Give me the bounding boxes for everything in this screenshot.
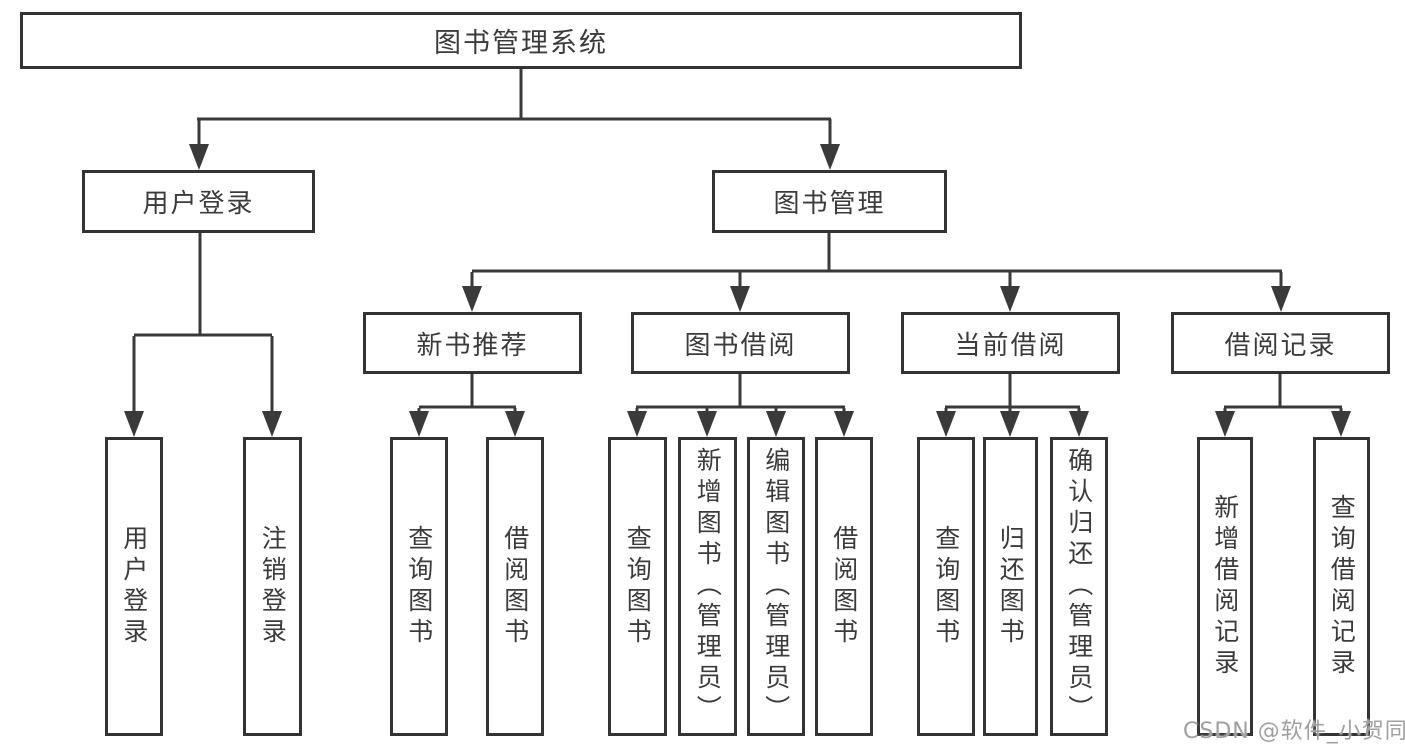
leaf-borrow-books-1-label: 借阅图书 [500,524,530,649]
leaf-return-books-label: 归还图书 [996,524,1026,649]
leaf-borrow-books-1: 借阅图书 [486,437,544,736]
node-book-management: 图书管理 [712,170,947,233]
node-borrow-records: 借阅记录 [1171,312,1390,374]
leaf-query-books-2-label: 查询图书 [623,524,653,649]
arrowheads [124,144,1351,437]
leaf-query-books-3-label: 查询图书 [931,524,961,649]
node-book-management-label: 图书管理 [773,189,886,219]
leaf-add-books-admin-label: 新增图书（管理员） [693,447,723,726]
leaf-confirm-return-admin-label: 确认归还（管理员） [1064,447,1094,726]
node-user-login-group-label: 用户登录 [142,189,255,219]
leaf-logout-label: 注销登录 [258,524,288,649]
node-root-label: 图书管理系统 [434,28,608,59]
leaf-borrow-books-2-label: 借阅图书 [829,524,859,649]
node-book-borrow-label: 图书借阅 [684,330,797,361]
leaf-add-books-admin: 新增图书（管理员） [678,437,737,736]
node-borrow-records-label: 借阅记录 [1224,330,1337,361]
node-current-borrow: 当前借阅 [901,312,1120,374]
csdn-watermark: CSDN @软件_小贺同学 [1183,719,1405,744]
leaf-borrow-books-2: 借阅图书 [815,437,873,736]
leaf-query-borrow-record: 查询借阅记录 [1313,437,1370,736]
leaf-user-login: 用户登录 [105,437,163,736]
leaf-edit-books-admin-label: 编辑图书（管理员） [761,447,791,726]
node-root: 图书管理系统 [20,12,1022,69]
leaf-logout: 注销登录 [243,437,302,736]
node-new-book-recommend-label: 新书推荐 [416,330,529,361]
leaf-query-books-1-label: 查询图书 [404,524,434,649]
leaf-query-books-1: 查询图书 [390,437,448,736]
leaf-query-books-3: 查询图书 [917,437,975,736]
leaf-edit-books-admin: 编辑图书（管理员） [747,437,805,736]
leaf-query-books-2: 查询图书 [608,437,667,736]
node-new-book-recommend: 新书推荐 [363,312,582,374]
leaf-user-login-label: 用户登录 [119,524,149,649]
node-user-login-group: 用户登录 [82,170,315,233]
leaf-query-borrow-record-label: 查询借阅记录 [1327,493,1357,680]
leaf-confirm-return-admin: 确认归还（管理员） [1050,437,1108,736]
leaf-return-books: 归还图书 [983,437,1038,736]
node-book-borrow: 图书借阅 [631,312,850,374]
leaf-add-borrow-record-label: 新增借阅记录 [1210,493,1240,680]
leaf-add-borrow-record: 新增借阅记录 [1197,437,1253,736]
node-current-borrow-label: 当前借阅 [954,330,1067,361]
